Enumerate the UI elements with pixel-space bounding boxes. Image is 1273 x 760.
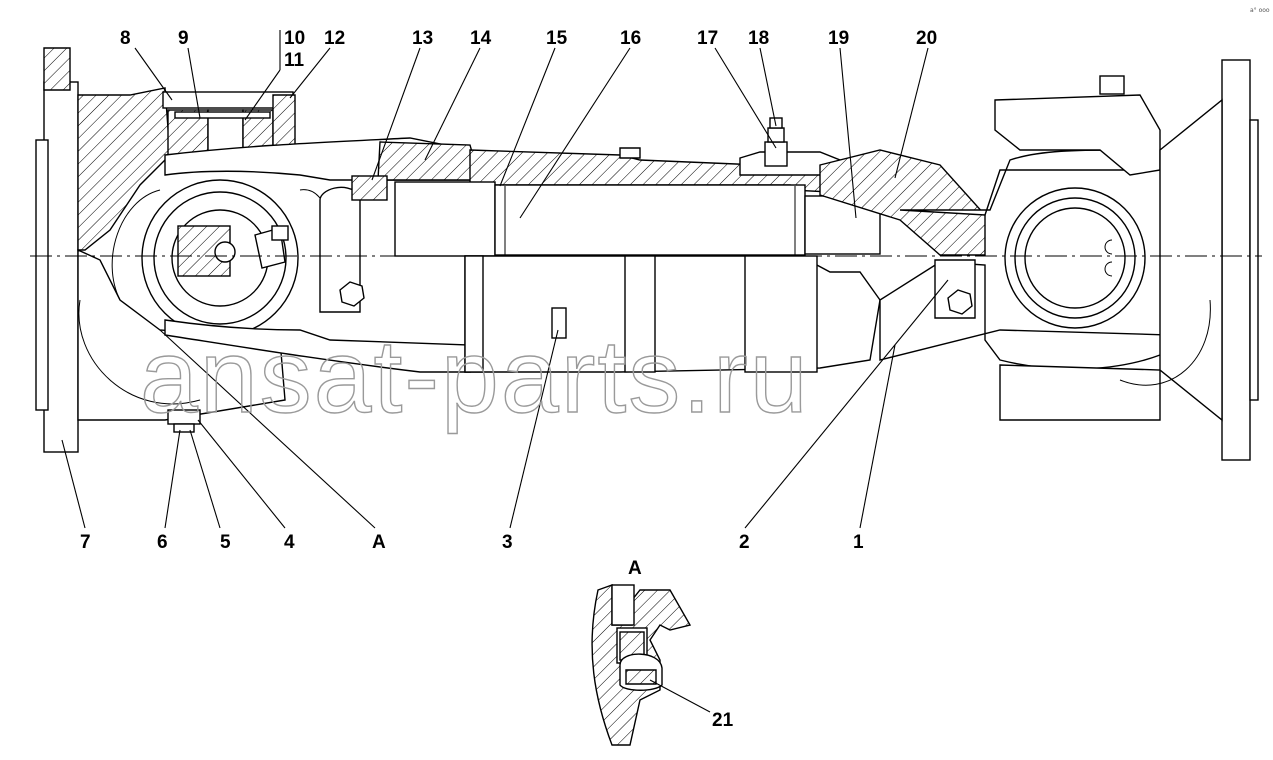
- callout-21: 21: [712, 710, 734, 731]
- detail-a-title: A: [628, 558, 642, 579]
- callout-10: 10: [284, 28, 305, 49]
- left-flange: [35, 47, 79, 453]
- callout-a: A: [372, 532, 386, 553]
- detail-a: A 21: [591, 558, 734, 746]
- callout-3: 3: [502, 532, 513, 553]
- callout-4: 4: [284, 532, 295, 553]
- watermark: ansat-parts.ru: [140, 319, 810, 435]
- callout-5: 5: [220, 532, 231, 553]
- lock-plate-right: [934, 259, 976, 319]
- callout-11: 11: [284, 50, 305, 71]
- drain-plug: [167, 409, 201, 433]
- callout-12: 12: [324, 28, 345, 49]
- callout-18: 18: [748, 28, 769, 49]
- callout-8: 8: [120, 28, 131, 49]
- callout-7: 7: [80, 532, 91, 553]
- corner-mark: a° ooo: [1250, 7, 1270, 14]
- right-flange: [1159, 59, 1259, 461]
- callout-15: 15: [546, 28, 568, 49]
- leader-lines: [61, 30, 949, 529]
- callout-1: 1: [853, 532, 864, 553]
- callout-19: 19: [828, 28, 849, 49]
- callout-14: 14: [470, 28, 492, 49]
- left-spider-bearing: [141, 179, 299, 337]
- callouts-bottom: 7 6 5 4 A 3 2 1: [80, 532, 864, 553]
- callout-9: 9: [178, 28, 189, 49]
- spline-shaft: [394, 147, 891, 373]
- right-spider-bearing: [1004, 187, 1146, 329]
- outer-contour: [78, 299, 1211, 405]
- lock-plate-left: [319, 175, 388, 313]
- cardan-shaft-section: [30, 47, 1262, 461]
- callout-2: 2: [739, 532, 750, 553]
- callout-6: 6: [157, 532, 168, 553]
- callouts-top: 8 9 10 11 12 13 14 15 16 17 18 19 20: [120, 28, 937, 71]
- callout-13: 13: [412, 28, 433, 49]
- callout-16: 16: [620, 28, 641, 49]
- callout-20: 20: [916, 28, 937, 49]
- callout-17: 17: [697, 28, 718, 49]
- sliding-yoke: [164, 137, 481, 373]
